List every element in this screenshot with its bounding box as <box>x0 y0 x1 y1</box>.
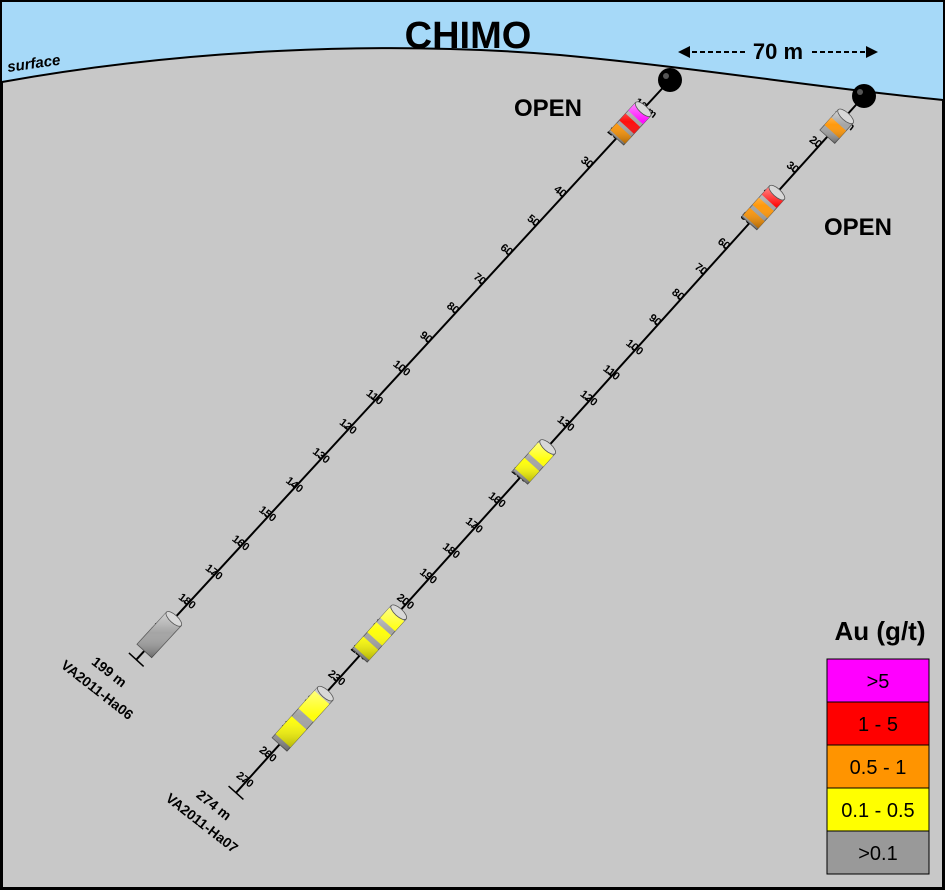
depth-tick <box>370 395 376 401</box>
depth-tick <box>469 523 475 529</box>
depth-tick-label: 80 <box>669 286 686 303</box>
assay-interval <box>741 184 786 231</box>
depth-tick <box>698 269 704 275</box>
depth-tick-label: 30 <box>784 159 801 176</box>
depth-tick-label: 80 <box>444 300 461 317</box>
interval-shade <box>136 612 182 658</box>
collar-highlight <box>857 89 863 95</box>
legend-swatch <box>826 701 930 746</box>
depth-tick <box>504 250 510 256</box>
depth-tick <box>316 454 322 460</box>
collar-highlight <box>663 73 669 79</box>
interval-shade <box>609 102 651 146</box>
interval-cap <box>837 108 854 125</box>
drillhole-trace <box>135 79 671 661</box>
legend-item-label: 1 - 5 <box>858 714 898 736</box>
legend-item-label: >5 <box>867 671 890 693</box>
title-label: CHIMO <box>405 15 532 57</box>
depth-tick-label: 90 <box>646 312 663 329</box>
legend-swatch <box>826 787 930 832</box>
depth-tick <box>423 574 429 580</box>
depth-tick-label: 70 <box>471 271 488 288</box>
depth-tick <box>492 498 498 504</box>
legend-title: Au (g/t) <box>835 616 926 646</box>
depth-tick <box>584 162 590 168</box>
legend-item-label: 0.5 - 1 <box>850 757 907 779</box>
assay-interval <box>351 604 408 663</box>
depth-tick <box>332 676 338 682</box>
depth-tick <box>182 599 188 605</box>
legend: Au (g/t) >5 1 - 5 0.5 - 1 0.1 - 0.5 >0.1 <box>826 616 930 875</box>
open-label-hole-2: OPEN <box>824 214 892 241</box>
depth-tick-label: 70 <box>692 261 709 278</box>
depth-tick <box>477 279 483 285</box>
depth-tick <box>790 167 796 173</box>
depth-tick <box>400 600 406 605</box>
depth-tick <box>262 512 269 518</box>
interval-shade <box>352 605 407 663</box>
end-of-hole-cap <box>228 785 244 801</box>
depth-tick <box>675 295 681 300</box>
assay-interval <box>512 439 557 485</box>
depth-tick-label: 30 <box>578 154 595 171</box>
depth-tick <box>209 570 215 576</box>
interval-cap <box>165 611 183 627</box>
depth-tick <box>584 396 590 402</box>
interval-shade <box>512 440 556 485</box>
open-label-hole-1: OPEN <box>514 95 582 122</box>
assay-interval <box>608 101 652 146</box>
assay-interval <box>136 611 183 659</box>
depth-tick <box>630 345 636 351</box>
depth-tick <box>557 192 564 197</box>
interval-cap <box>317 685 334 702</box>
depth-tick <box>561 422 567 427</box>
interval-cap <box>539 439 557 455</box>
depth-tick-label: 90 <box>417 329 434 346</box>
depth-tick <box>240 778 246 783</box>
collar-marker <box>852 84 876 108</box>
end-of-hole-cap <box>128 652 145 668</box>
depth-tick-label: 60 <box>498 242 515 259</box>
depth-tick <box>289 483 295 489</box>
ground-area <box>1 47 944 889</box>
depth-tick <box>397 366 403 372</box>
interval-cap <box>768 184 786 201</box>
legend-swatch <box>826 830 930 875</box>
assay-interval <box>819 108 854 144</box>
depth-tick <box>236 541 242 547</box>
interval-cap <box>634 101 652 117</box>
depth-tick <box>450 308 456 314</box>
depth-tick <box>423 337 429 343</box>
assay-interval <box>271 685 334 752</box>
spacing-arrow: 70 m <box>678 39 878 64</box>
depth-tick <box>607 371 613 377</box>
depth-tick-label: 50 <box>525 213 542 230</box>
legend-item-label: 0.1 - 0.5 <box>841 800 914 822</box>
depth-tick <box>531 221 537 227</box>
depth-tick <box>446 549 452 555</box>
depth-tick <box>652 320 659 326</box>
depth-tick-label: 60 <box>715 236 732 253</box>
legend-item-label: >0.1 <box>858 843 897 865</box>
depth-tick-label: 40 <box>551 183 568 200</box>
depth-tick <box>343 425 349 430</box>
interval-shade <box>272 686 333 752</box>
collar-marker <box>658 68 682 92</box>
interval-shade <box>741 185 785 230</box>
depth-tick <box>721 244 727 249</box>
spacing-label: 70 m <box>753 39 803 64</box>
depth-tick <box>813 142 819 148</box>
depth-tick-label: 20 <box>807 134 824 151</box>
depth-tick <box>263 752 269 758</box>
interval-cap <box>390 604 408 620</box>
